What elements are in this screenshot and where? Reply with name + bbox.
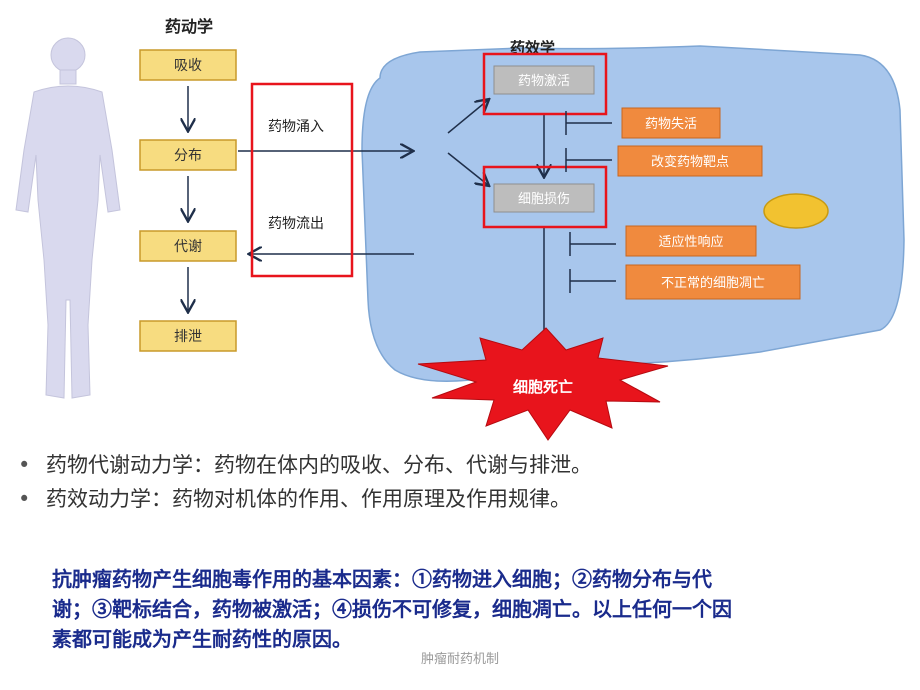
arrow-to-damage <box>447 152 488 185</box>
influx-label: 药物涌入 <box>268 119 324 135</box>
pk-step-absorption: 吸收 <box>139 49 237 81</box>
svg-text:改变药物靶点: 改变药物靶点 <box>651 154 729 170</box>
svg-text:排泄: 排泄 <box>174 329 202 345</box>
inhibitor-box-abnormal-apoptosis: 不正常的细胞凋亡 <box>625 264 801 300</box>
bullet-item-pharmacokinetics: •药物代谢动力学：药物在体内的吸收、分布、代谢与排泄。 <box>18 448 898 482</box>
bullet-list: •药物代谢动力学：药物在体内的吸收、分布、代谢与排泄。 •药效动力学：药物对机体… <box>18 448 898 516</box>
svg-text:吸收: 吸收 <box>174 58 202 74</box>
pd-title: 药效学 <box>510 39 555 57</box>
highlight-frames <box>250 52 608 278</box>
pk-step-excretion: 排泄 <box>139 320 237 352</box>
cell-death-burst: 细胞死亡 <box>417 327 669 441</box>
inhibitor-box-adaptive-response: 适应性响应 <box>625 225 757 257</box>
bullet-dot-icon: • <box>18 453 31 477</box>
pk-step-metabolism: 代谢 <box>139 230 237 262</box>
svg-text:分布: 分布 <box>174 148 202 164</box>
inhibition-connectors <box>565 111 616 293</box>
arrow-to-activation <box>447 100 488 134</box>
inhibitor-box-drug-inactivation: 药物失活 <box>621 107 721 139</box>
pk-title: 药动学 <box>165 17 213 36</box>
footer-caption: 肿瘤耐药机制 <box>420 652 499 667</box>
pk-step-distribution: 分布 <box>139 139 237 171</box>
svg-text:适应性响应: 适应性响应 <box>658 234 723 250</box>
activation-box: 药物激活 <box>493 65 595 95</box>
bullet-dot-icon: • <box>18 487 31 511</box>
resistance-diagram: 药动学 吸收 分布 代谢 排泄 药效学 药物涌入 药物流出 药物激活 细胞损伤 <box>15 17 905 441</box>
svg-text:细胞死亡: 细胞死亡 <box>513 378 573 396</box>
efflux-label: 药物流出 <box>268 216 324 232</box>
organelle-shape <box>763 193 829 229</box>
svg-text:细胞损伤: 细胞损伤 <box>518 192 570 207</box>
svg-text:药物激活: 药物激活 <box>518 74 570 89</box>
svg-text:不正常的细胞凋亡: 不正常的细胞凋亡 <box>661 275 765 291</box>
svg-text:药物失活: 药物失活 <box>645 117 697 132</box>
svg-text:代谢: 代谢 <box>174 239 202 255</box>
bullet-item-pharmacodynamics: •药效动力学：药物对机体的作用、作用原理及作用规律。 <box>18 482 898 516</box>
inhibitor-box-target-alteration: 改变药物靶点 <box>617 145 763 177</box>
summary-text: 抗肿瘤药物产生细胞毒作用的基本因素：①药物进入细胞；②药物分布与代谢；③靶标结合… <box>52 567 732 651</box>
damage-box: 细胞损伤 <box>493 183 595 213</box>
human-silhouette-icon <box>15 37 121 399</box>
